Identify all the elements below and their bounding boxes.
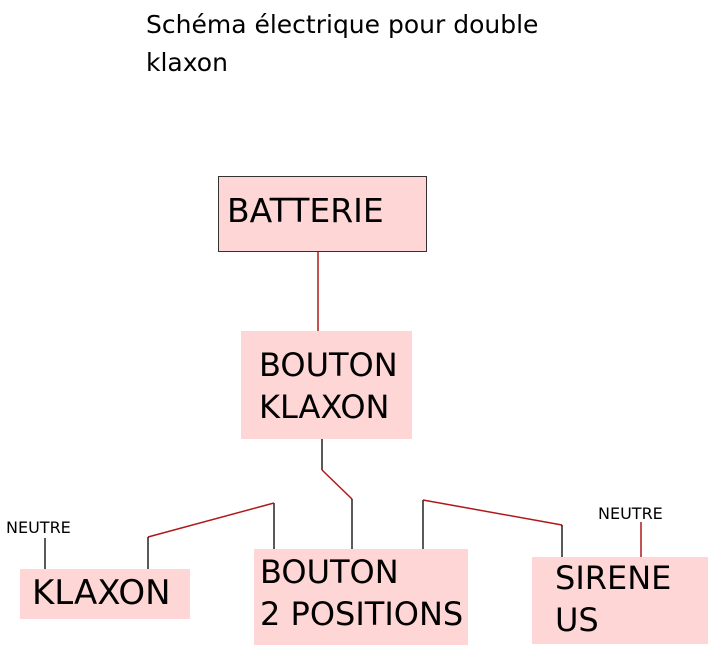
wire-2pos-to-klaxon — [147, 502, 275, 538]
bouton-klaxon-line2: KLAXON — [259, 388, 390, 426]
wire-button-diag — [321, 469, 353, 500]
sirene-us-line1: SIRENE — [555, 559, 672, 597]
bouton-klaxon-line1: BOUTON — [259, 346, 398, 384]
sirene-us-box: SIRENE US — [532, 557, 708, 644]
bouton-2-positions-line2: 2 POSITIONS — [260, 595, 464, 633]
bouton-2-positions-box: BOUTON 2 POSITIONS — [254, 549, 468, 645]
batterie-box: BATTERIE — [218, 176, 427, 252]
bouton-2-positions-line1: BOUTON — [260, 553, 399, 591]
klaxon-box: KLAXON — [20, 569, 190, 619]
klaxon-label: KLAXON — [32, 573, 171, 613]
bouton-klaxon-box: BOUTON KLAXON — [241, 331, 412, 439]
neutre-right-label: NEUTRE — [598, 504, 663, 523]
sirene-us-line2: US — [555, 601, 599, 639]
diagram-title: Schéma électrique pour double klaxon — [146, 10, 539, 77]
neutre-left-label: NEUTRE — [6, 518, 71, 537]
wire-2pos-to-sirene — [422, 499, 563, 526]
batterie-label: BATTERIE — [227, 191, 384, 230]
